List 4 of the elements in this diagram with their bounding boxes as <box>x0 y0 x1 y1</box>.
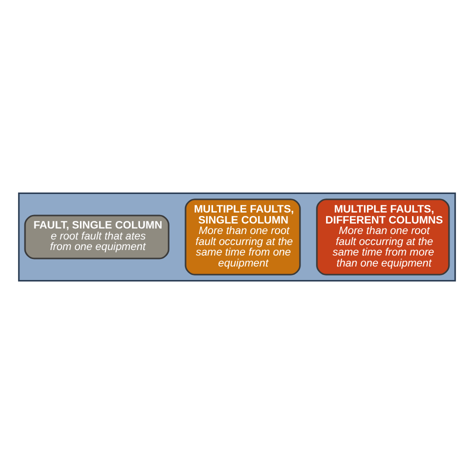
node-box: FAULT, SINGLE COLUMN e root fault that ates from one equipment <box>24 214 170 260</box>
node-box: MULTIPLE FAULTS, SINGLE COLUMN More than one root fault occurring at the same time from one equipment <box>184 198 301 276</box>
node-box: MULTIPLE FAULTS, DIFFERENT COLUMNS More than one root fault occurring at the same time from more than one equipment <box>316 198 450 276</box>
cluster <box>18 192 456 282</box>
